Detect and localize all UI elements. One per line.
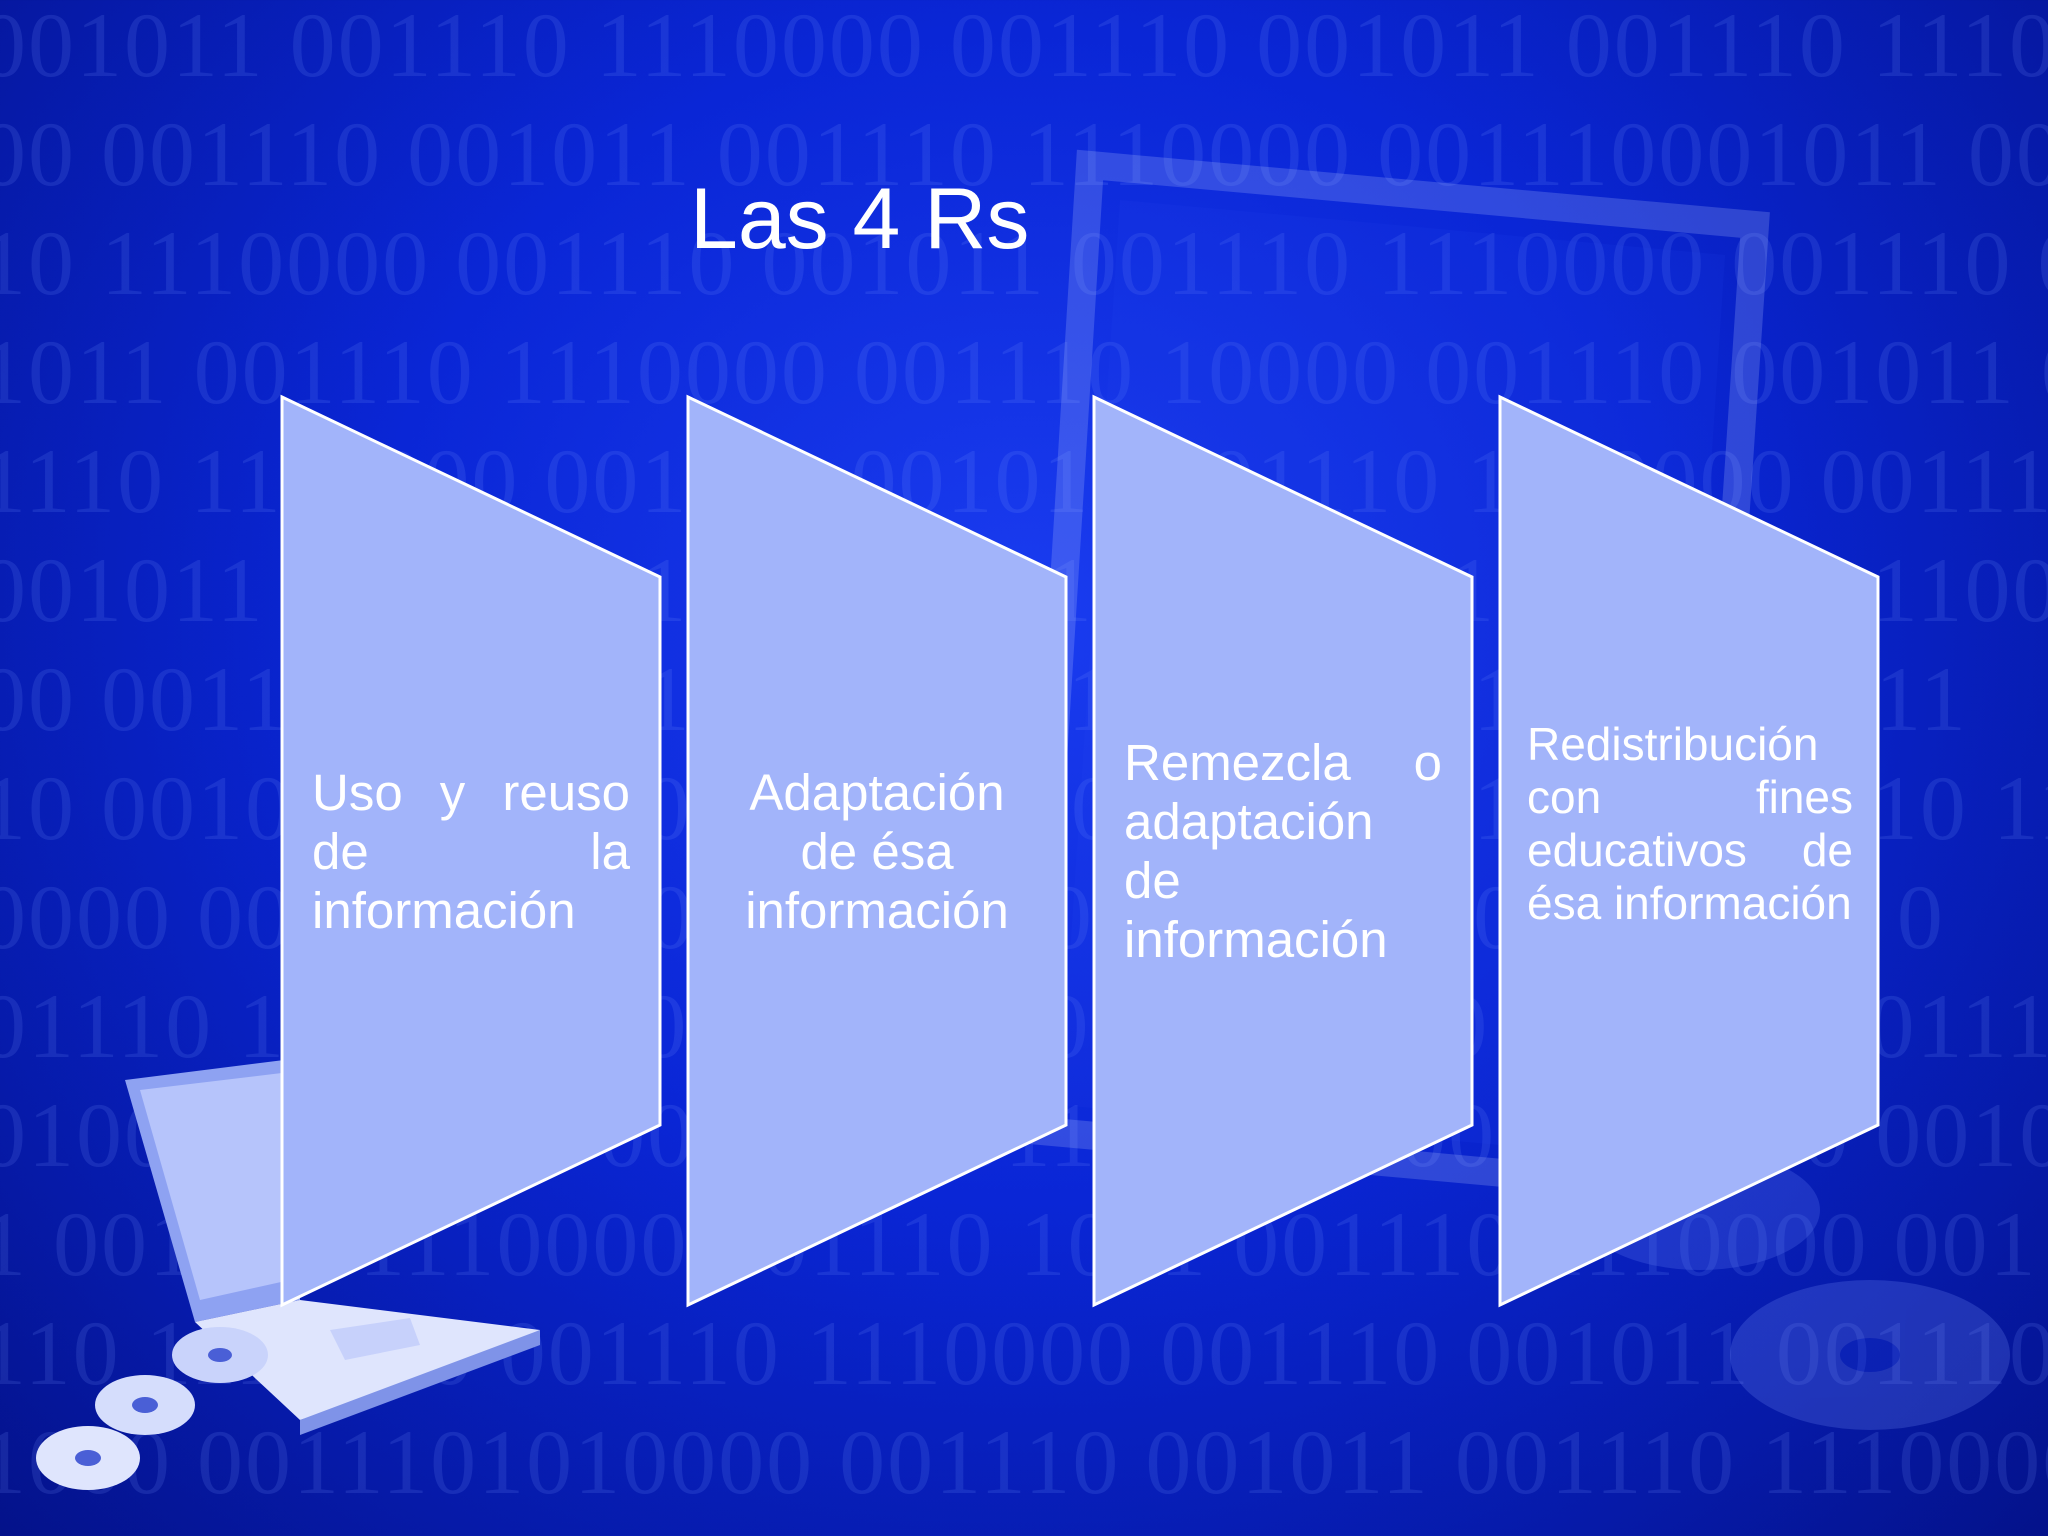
binary-row: 10 1110000 001110 001011 001110 1110000 … xyxy=(0,212,2048,314)
binary-row: 1000 0011101010000 001110 001011 001110 … xyxy=(0,1411,2048,1513)
panel-1-text: Uso y reuso de la información xyxy=(312,764,630,939)
panel-1-shape xyxy=(280,394,662,1308)
laptop-illustration xyxy=(125,1058,540,1435)
binary-row: 00 001110 001011 001110 1110000 00111000… xyxy=(0,103,2048,205)
binary-row: 1011 001110 1110000 001110 10000 001110 … xyxy=(0,321,2048,423)
panel-3-shape xyxy=(1092,394,1474,1308)
slide-title: Las 4 Rs xyxy=(690,171,1030,267)
panel-3-text: Remezcla o adaptación de información xyxy=(1124,734,1442,968)
binary-row: 001011 001110 1110000 001110 001011 0011… xyxy=(0,0,2048,96)
panel-2-text: Adaptación de ésa información xyxy=(745,764,1009,939)
panel-2-shape xyxy=(686,394,1068,1308)
panel-4-shape xyxy=(1498,394,1880,1308)
panel-4-text: Redistribución con fines educativos de é… xyxy=(1527,718,1853,929)
discs-illustration xyxy=(36,1327,268,1490)
